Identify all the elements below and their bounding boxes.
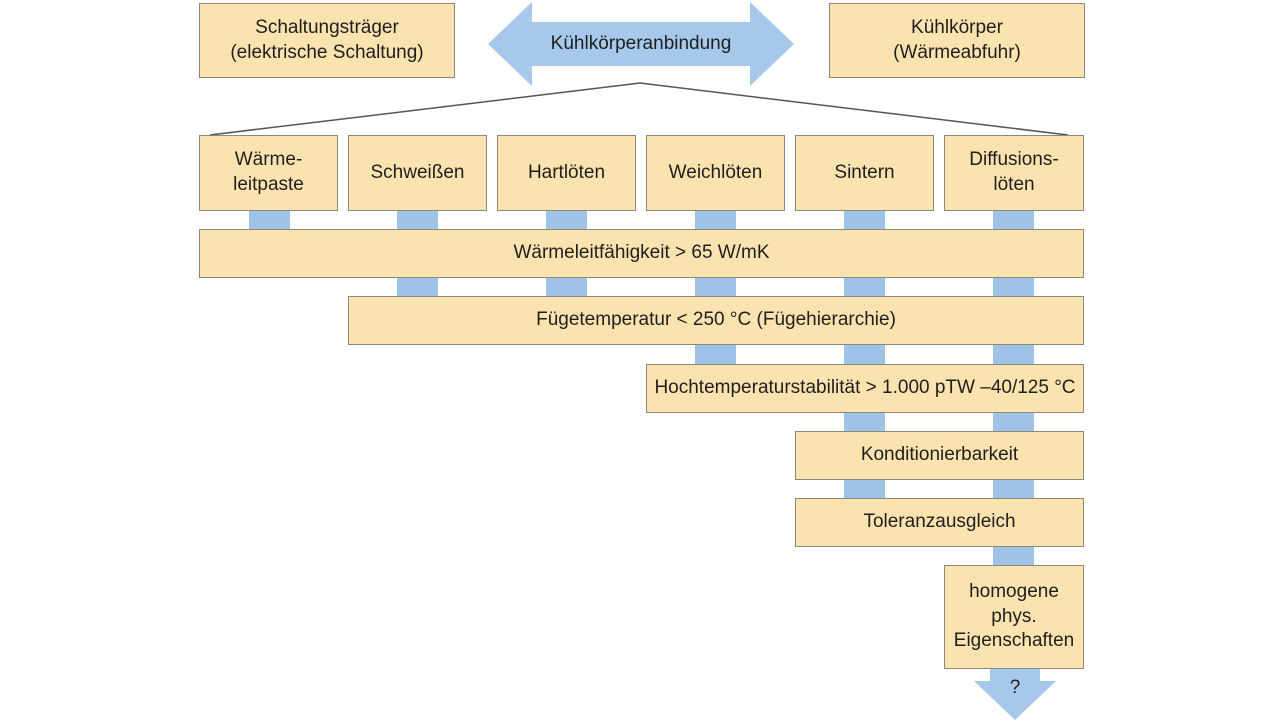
connector [695,277,736,297]
connector [993,546,1034,566]
connector [993,479,1034,499]
homogeneous-properties-box: homogene phys. Eigenschaften [944,565,1084,669]
connector [993,210,1034,230]
connector [844,479,885,499]
connector [993,344,1034,365]
criterion-label: Toleranzausgleich [863,511,1016,533]
down-arrow-icon [974,669,1056,720]
criterion-label: Fügetemperatur < 250 °C (Fügehierarchie) [536,309,896,331]
criterion-high-temp-stability: Hochtemperaturstabilität > 1.000 pTW –40… [646,364,1084,413]
method-box-welding: Schweißen [348,135,487,211]
connector [546,210,587,230]
method-box-thermal-paste: Wärme- leitpaste [199,135,338,211]
method-box-brazing: Hartlöten [497,135,636,211]
heatsink-box: Kühlkörper (Wärmeabfuhr) [829,3,1085,78]
heatsink-label: Kühlkörper [911,16,1003,38]
connector [844,344,885,365]
connector [249,210,290,230]
final-label: homogene [969,580,1059,602]
method-label: Sintern [834,161,895,183]
connector [993,277,1034,297]
bracket-line [209,82,1069,136]
connector [844,277,885,297]
connector [397,277,438,297]
criterion-joining-temperature: Fügetemperatur < 250 °C (Fügehierarchie) [348,296,1084,345]
criterion-thermal-conductivity: Wärmeleitfähigkeit > 65 W/mK [199,229,1084,278]
connector [695,210,736,230]
method-label: Schweißen [370,161,465,183]
criterion-tolerance-compensation: Toleranzausgleich [795,498,1084,547]
question-mark-label: ? [1009,677,1021,698]
method-label: löten [993,174,1035,195]
criterion-conditionability: Konditionierbarkeit [795,431,1084,480]
connector [993,412,1034,432]
connector [546,277,587,297]
method-label: Hartlöten [527,161,606,183]
criterion-label: Konditionierbarkeit [860,444,1019,466]
method-label: leitpaste [233,174,304,195]
method-label: Weichlöten [668,161,763,183]
final-label: phys. [991,605,1037,627]
criterion-label: Wärmeleitfähigkeit > 65 W/mK [513,242,770,264]
circuit-carrier-box: Schaltungsträger (elektrische Schaltung) [199,3,455,78]
method-box-sintering: Sintern [795,135,934,211]
connector [695,344,736,365]
connector [397,210,438,230]
criterion-label: Hochtemperaturstabilität > 1.000 pTW –40… [654,377,1076,399]
method-box-diffusion-soldering: Diffusions- löten [944,135,1084,211]
arrow-label: Kühlkörperanbindung [550,33,732,54]
connector [844,210,885,230]
final-label: Eigenschaften [953,630,1075,652]
double-arrow-icon [488,2,794,86]
circuit-carrier-sublabel: (elektrische Schaltung) [230,41,424,63]
connector [844,412,885,432]
circuit-carrier-label: Schaltungsträger [255,16,399,38]
method-label: Wärme- [234,149,303,171]
method-box-soldering: Weichlöten [646,135,785,211]
method-label: Diffusions- [969,149,1059,171]
heatsink-sublabel: (Wärmeabfuhr) [893,41,1021,63]
